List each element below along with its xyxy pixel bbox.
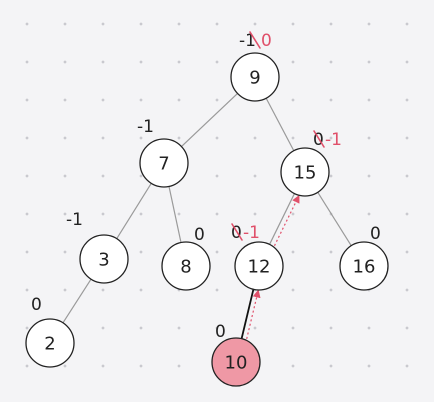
- node-circle-8: [161, 241, 211, 291]
- node-circle-12: [234, 241, 284, 291]
- node-circle-9: [230, 52, 280, 102]
- balance-factor-old-15: 0: [313, 130, 324, 150]
- node-circle-2: [25, 318, 75, 368]
- node-value-10: 10: [225, 353, 248, 374]
- edge-15-12: [269, 193, 295, 245]
- balance-factor-15: 0-1: [313, 130, 342, 150]
- node-8: 8: [161, 241, 211, 291]
- node-value-3: 3: [98, 250, 109, 271]
- balance-factor-new-15: -1: [325, 130, 342, 150]
- node-value-2: 2: [44, 334, 55, 355]
- balance-factor-old-3: -1: [66, 210, 83, 230]
- edge-7-3: [116, 183, 152, 239]
- balance-factor-old-10: 0: [215, 322, 226, 342]
- node-9: 9: [230, 52, 280, 102]
- update-path-layer: [246, 194, 300, 339]
- balance-factor-old-16: 0: [370, 224, 381, 244]
- update-path-arrow-10-12: [246, 289, 261, 339]
- node-15: 15: [280, 147, 330, 197]
- edge-15-16: [317, 192, 352, 246]
- node-circle-10: [211, 337, 261, 387]
- balance-factor-old-12: 0: [231, 223, 242, 243]
- node-3: 3: [79, 234, 129, 284]
- node-circle-15: [280, 147, 330, 197]
- balance-factor-old-8: 0: [194, 225, 205, 245]
- edge-12-10: [240, 289, 255, 339]
- balance-factor-3: -1: [66, 210, 83, 230]
- node-circle-3: [79, 234, 129, 284]
- balance-factor-2: 0: [31, 295, 42, 315]
- update-path-arrow-12-15: [273, 194, 300, 247]
- node-value-9: 9: [249, 68, 260, 89]
- node-value-15: 15: [294, 163, 317, 184]
- balance-factor-old-7: -1: [137, 117, 154, 137]
- edges-layer: [62, 93, 352, 339]
- node-circle-16: [339, 241, 389, 291]
- balance-factor-7: -1: [137, 117, 154, 137]
- balance-factor-16: 0: [370, 224, 381, 244]
- node-circle-7: [139, 138, 189, 188]
- strike-mark-12: [231, 223, 243, 241]
- node-value-7: 7: [158, 154, 169, 175]
- balance-factor-12: 0-1: [231, 223, 260, 243]
- edge-7-8: [168, 186, 182, 243]
- node-12: 12: [234, 241, 284, 291]
- node-value-12: 12: [248, 257, 271, 278]
- node-value-8: 8: [180, 257, 191, 278]
- node-2: 2: [25, 318, 75, 368]
- nodes-layer: 9 7 15 3 8 12 16 2 10: [25, 52, 389, 387]
- edge-3-2: [62, 278, 92, 324]
- strike-mark-9: [249, 31, 261, 49]
- balance-factor-10: 0: [215, 322, 226, 342]
- balance-factor-old-9: -1: [239, 31, 256, 51]
- balance-factor-new-9: 0: [261, 31, 272, 51]
- strike-mark-15: [313, 130, 325, 148]
- node-7: 7: [139, 138, 189, 188]
- node-10: 10: [211, 337, 261, 387]
- node-16: 16: [339, 241, 389, 291]
- edge-9-15: [265, 97, 295, 152]
- balance-factor-new-12: -1: [243, 223, 260, 243]
- balance-factor-8: 0: [194, 225, 205, 245]
- node-value-16: 16: [353, 257, 376, 278]
- edge-9-7: [181, 93, 238, 147]
- balance-factor-old-2: 0: [31, 295, 42, 315]
